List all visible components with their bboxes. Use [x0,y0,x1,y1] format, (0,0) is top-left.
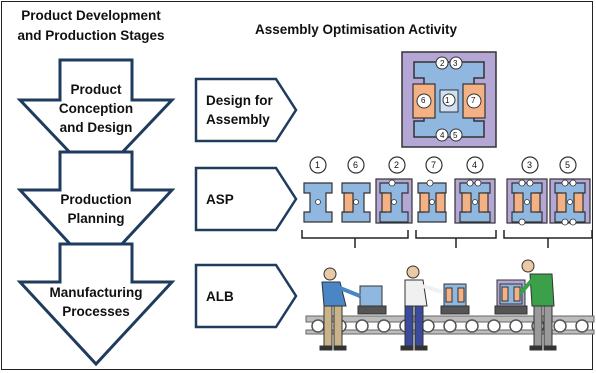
stage-planning-label: Production Planning [46,190,146,228]
activity-pentagon-asp [194,166,298,232]
stage-conception-line1: Product [70,82,122,97]
sequence-number-2: 6 [353,160,359,170]
stage-planning-line2: Planning [67,211,125,226]
sequence-number-3: 2 [394,160,400,170]
workstation-brackets [301,230,593,248]
activity-pentagon-dfa [194,77,298,143]
right-header: Assembly Optimisation Activity [254,22,458,37]
sequence-number-7: 5 [565,160,571,170]
stage-manufacturing-line2: Processes [62,304,130,319]
activity-alb-label: ALB [206,289,234,304]
stage-conception-label: Product Conception and Design [46,80,146,137]
activity-asp-label: ASP [206,192,234,207]
activity-dfa-line1: Design for [206,93,273,108]
part-number-7: 7 [471,96,476,105]
part-number-4: 4 [440,131,445,140]
activity-dfa-line2: Assembly [206,112,270,127]
stage-planning-line1: Production [60,192,132,207]
left-header-line1: Product Development [21,8,161,23]
stage-conception-line2: Conception [58,101,134,116]
activity-pentagon-alb [194,263,298,329]
part-number-6: 6 [421,96,426,105]
stage-arrow-manufacturing [16,242,176,367]
worker-1 [319,267,361,351]
stage-manufacturing-label: Manufacturing Processes [36,283,156,321]
sequence-number-4: 7 [431,160,437,170]
left-header: Product Development and Production Stage… [6,6,176,46]
sequence-number-6: 3 [527,160,533,170]
part-number-5: 5 [453,131,458,140]
left-header-line2: and Production Stages [17,28,165,43]
stage-manufacturing-line1: Manufacturing [49,285,143,300]
sequence-number-1: 1 [315,160,321,170]
stage-arrow-planning [16,150,176,275]
part-number-2: 2 [440,59,445,68]
stage-conception-line3: and Design [59,120,133,135]
stage-arrow-conception [16,58,176,183]
part-number-1: 1 [445,96,450,105]
part-number-3: 3 [453,59,458,68]
activity-dfa-label: Design for Assembly [206,91,286,129]
sequence-number-5: 4 [472,160,478,170]
worker-2 [400,265,443,351]
worker-3 [518,259,557,351]
